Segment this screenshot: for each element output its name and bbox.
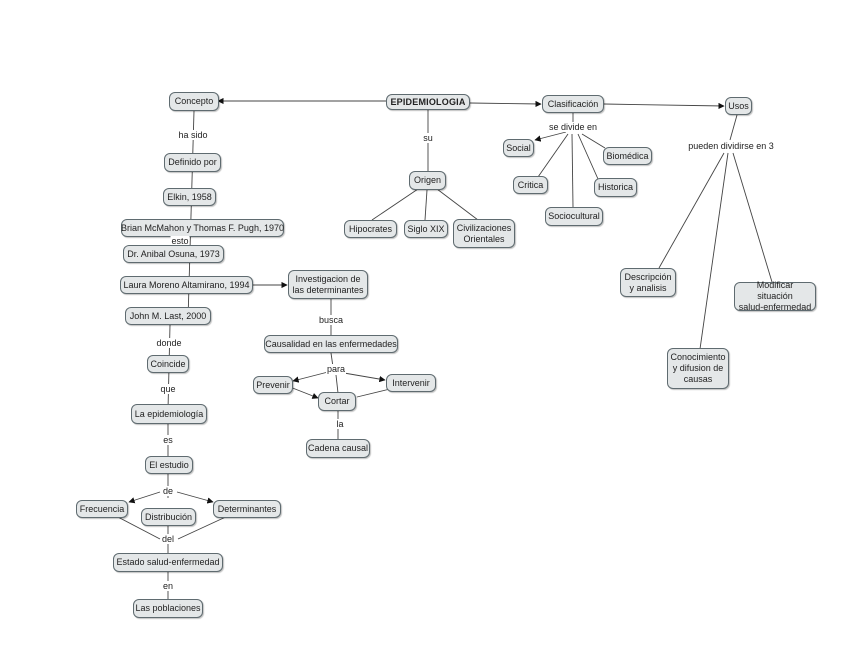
node-investigacion[interactable]: Investigacion de las determinantes xyxy=(288,270,368,299)
label-de: de xyxy=(161,486,175,496)
link-de-frecuencia xyxy=(128,491,161,504)
node-cadena-causal[interactable]: Cadena causal xyxy=(306,439,370,458)
link-origen-civilizaciones xyxy=(436,188,479,221)
label-donde: donde xyxy=(155,338,183,348)
node-last[interactable]: John M. Last, 2000 xyxy=(125,307,211,325)
link-pueden-descripcion xyxy=(658,152,725,269)
label-del: del xyxy=(160,534,176,544)
node-intervenir[interactable]: Intervenir xyxy=(386,374,436,392)
link-sedivide-social xyxy=(534,131,567,142)
link-sedivide-historica xyxy=(577,133,599,180)
label-en: en xyxy=(161,581,175,591)
node-sociocultural[interactable]: Sociocultural xyxy=(545,207,603,226)
label-que: que xyxy=(159,384,177,394)
link-para-prevenir xyxy=(292,371,329,383)
node-elkin[interactable]: Elkin, 1958 xyxy=(163,188,216,206)
node-estado-salud[interactable]: Estado salud-enfermedad xyxy=(113,553,223,572)
node-osuna[interactable]: Dr. Anibal Osuna, 1973 xyxy=(123,245,224,263)
node-origen[interactable]: Origen xyxy=(409,171,446,190)
link-intervenir-cortar xyxy=(356,388,391,398)
node-distribucion[interactable]: Distribución xyxy=(141,508,196,526)
link-clasificacion-usos xyxy=(603,102,725,110)
node-las-poblaciones[interactable]: Las poblaciones xyxy=(133,599,203,618)
link-sedivide-sociocultural xyxy=(571,133,574,208)
link-frecuencia-del xyxy=(113,514,161,540)
label-es: es xyxy=(162,435,174,445)
label-esto: esto xyxy=(170,236,190,246)
node-la-epidemiologia[interactable]: La epidemiología xyxy=(131,404,207,424)
link-determinantes-del xyxy=(177,514,231,540)
node-social[interactable]: Social xyxy=(503,139,534,157)
node-biomedica[interactable]: Biomédica xyxy=(603,147,652,165)
label-busca: busca xyxy=(317,315,345,325)
label-ha-sido: ha sido xyxy=(177,130,209,140)
node-epidemiologia[interactable]: EPIDEMIOLOGIA xyxy=(386,94,470,110)
label-se-divide-en: se divide en xyxy=(547,122,599,132)
label-para: para xyxy=(325,364,347,374)
node-determinantes[interactable]: Determinantes xyxy=(213,500,281,518)
node-coincide[interactable]: Coincide xyxy=(147,355,189,373)
link-origen-hipocrates xyxy=(371,188,419,221)
node-historica[interactable]: Historica xyxy=(594,178,637,197)
node-definido-por[interactable]: Definido por xyxy=(164,153,221,172)
node-hipocrates[interactable]: Hipocrates xyxy=(344,220,397,238)
node-moreno[interactable]: Laura Moreno Altamirano, 1994 xyxy=(120,276,253,294)
node-modificar[interactable]: Modificar situación salud-enfermedad xyxy=(734,280,816,312)
node-conocimiento[interactable]: Conocimiento y difusion de causas xyxy=(667,348,729,389)
link-root-clasificacion xyxy=(469,100,542,108)
node-concepto[interactable]: Concepto xyxy=(169,92,219,111)
link-prevenir-cortar xyxy=(289,386,319,399)
link-usos-pueden xyxy=(729,114,738,141)
link-para-cortar xyxy=(335,374,339,394)
link-para-intervenir xyxy=(343,372,386,383)
node-critica[interactable]: Critica xyxy=(513,176,548,194)
link-sedivide-critica xyxy=(537,133,569,178)
node-clasificacion[interactable]: Clasificación xyxy=(542,95,604,113)
link-sedivide-biomedica xyxy=(581,133,606,149)
node-causalidad[interactable]: Causalidad en las enfermedades xyxy=(264,335,398,353)
node-usos[interactable]: Usos xyxy=(725,97,752,115)
label-la: la xyxy=(335,419,345,429)
node-cortar[interactable]: Cortar xyxy=(318,392,356,411)
label-pueden-dividirse: pueden dividirse en 3 xyxy=(687,141,775,151)
link-de-determinantes xyxy=(176,491,214,504)
node-civilizaciones[interactable]: Civilizaciones Orientales xyxy=(453,219,515,248)
label-su: su xyxy=(422,133,434,143)
node-descripcion[interactable]: Descripción y analisis xyxy=(620,268,676,297)
node-mcmahon[interactable]: Brian McMahon y Thomas F. Pugh, 1970 xyxy=(121,219,284,237)
link-origen-siglo xyxy=(424,189,428,221)
node-siglo-xix[interactable]: Siglo XIX xyxy=(404,220,448,238)
link-pueden-modificar xyxy=(732,152,773,283)
node-el-estudio[interactable]: El estudio xyxy=(145,456,193,474)
node-prevenir[interactable]: Prevenir xyxy=(253,376,293,394)
node-frecuencia[interactable]: Frecuencia xyxy=(76,500,128,518)
link-pueden-conocimiento xyxy=(699,152,729,350)
